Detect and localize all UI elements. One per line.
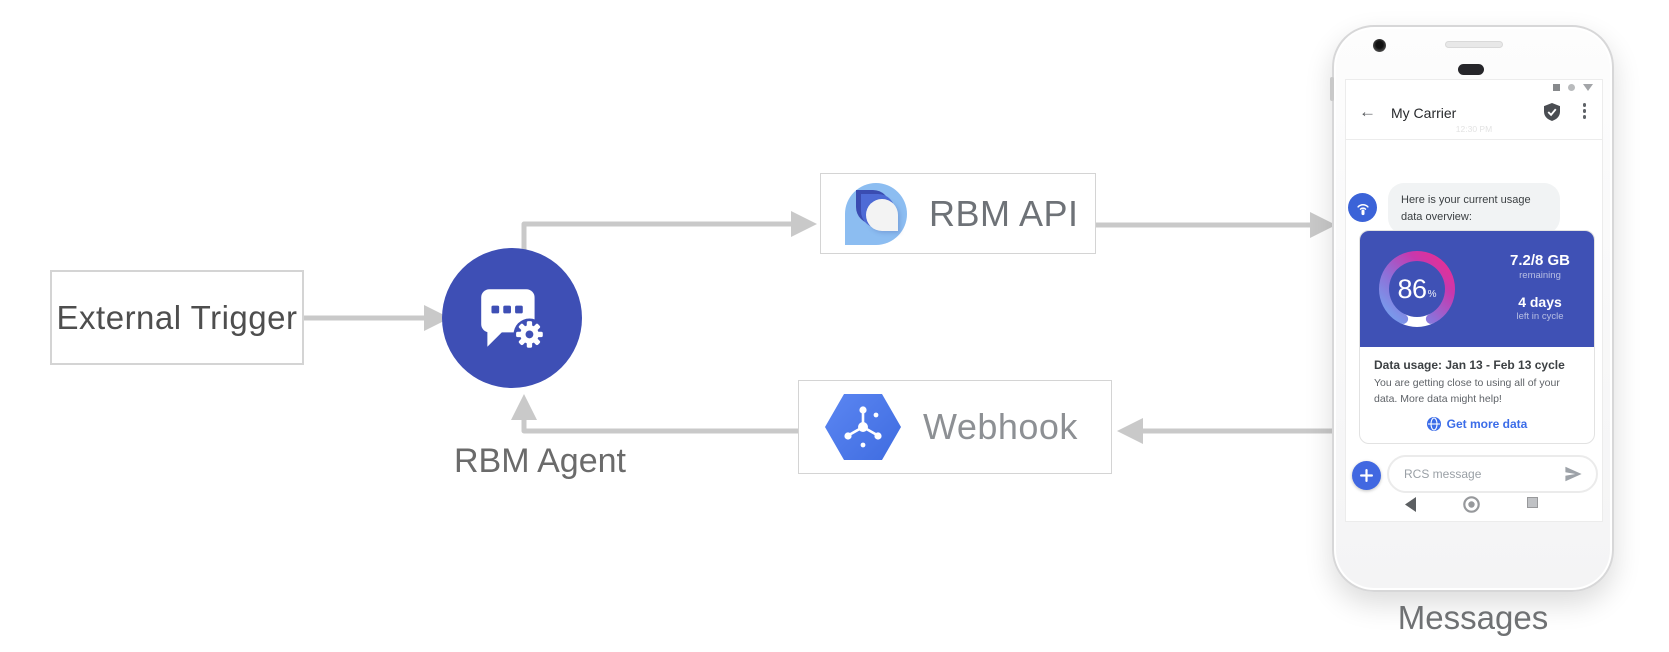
usage-card-body: You are getting close to using all of yo…	[1374, 377, 1560, 405]
chat-bubble: Here is your current usage data overview…	[1388, 183, 1560, 234]
status-triangle-icon	[1583, 84, 1593, 91]
messages-caption: Messages	[1397, 599, 1549, 636]
rbm-api-label: RBM API	[929, 192, 1079, 234]
rcs-message-input[interactable]	[1404, 467, 1563, 481]
days-left-label: left in cycle	[1516, 311, 1564, 322]
rbm-agent-label: RBM Agent	[454, 442, 626, 480]
get-more-data-label: Get more data	[1446, 416, 1528, 431]
rbm-api-node: RBM API	[820, 173, 1096, 254]
webhook-label: Webhook	[923, 406, 1078, 447]
gauge-percent-sign: %	[1427, 288, 1437, 300]
arrowhead	[424, 305, 450, 331]
verified-shield-icon	[1544, 103, 1560, 126]
days-left-value: 4 days	[1518, 294, 1562, 310]
arrowhead	[1310, 212, 1336, 238]
timestamp: 12:30 PM	[1455, 124, 1493, 134]
nav-recents-icon[interactable]	[1527, 497, 1538, 508]
header-divider	[1346, 139, 1602, 140]
carrier-antenna-icon	[1356, 203, 1369, 215]
rbm-agent-node	[442, 248, 582, 388]
usage-card-gauge-section: 86% 7.2/8 GB remaining 4 days left in cy…	[1360, 231, 1594, 347]
arrowhead	[791, 211, 817, 237]
overflow-menu-icon[interactable]	[1582, 103, 1586, 119]
conversation-header: ← My Carrier	[1346, 98, 1602, 130]
data-remaining-value: 7.2/8 GB	[1509, 252, 1571, 269]
rbm-api-logo-icon	[845, 182, 907, 245]
back-arrow-icon[interactable]: ←	[1359, 102, 1376, 121]
status-dot-icon	[1568, 84, 1575, 91]
arrowhead	[1117, 418, 1143, 444]
data-remaining-label: remaining	[1519, 270, 1561, 281]
sensor-pill	[1458, 64, 1484, 75]
get-more-data-button[interactable]: Get more data	[1374, 416, 1580, 431]
status-bar	[1553, 84, 1593, 91]
usage-gauge: 86%	[1373, 245, 1461, 333]
phone-screen: ← My Carrier 12:30 PM Her	[1345, 79, 1603, 522]
gauge-percent: 86	[1397, 273, 1428, 304]
agent-avatar	[1348, 193, 1377, 222]
external-trigger-label: External Trigger	[56, 298, 298, 336]
webhook-node: Webhook	[798, 380, 1112, 474]
usage-card-text-section: Data usage: Jan 13 - Feb 13 cycle You ar…	[1360, 347, 1594, 443]
send-icon[interactable]	[1563, 465, 1584, 483]
status-square-icon	[1553, 84, 1560, 91]
attach-plus-button[interactable]	[1352, 461, 1381, 490]
external-trigger-node: External Trigger	[50, 270, 304, 365]
arrowhead	[511, 394, 537, 420]
plus-icon	[1360, 469, 1373, 482]
android-nav-bar	[1346, 489, 1602, 521]
phone-side-button	[1330, 77, 1334, 101]
nav-back-icon[interactable]	[1404, 496, 1417, 513]
front-camera	[1373, 39, 1386, 52]
arrow-agent-to-api	[521, 221, 791, 252]
nav-home-icon[interactable]	[1462, 495, 1481, 514]
phone-mockup: ← My Carrier 12:30 PM Her	[1330, 25, 1614, 592]
webhook-hexagon-icon	[825, 394, 901, 460]
earpiece-speaker	[1445, 41, 1503, 48]
globe-icon	[1426, 416, 1441, 431]
chat-bubble-gear-icon	[481, 289, 546, 351]
message-compose-bar	[1387, 455, 1598, 493]
conversation-title: My Carrier	[1391, 105, 1457, 121]
usage-card-title: Data usage: Jan 13 - Feb 13 cycle	[1374, 358, 1565, 372]
usage-card: 86% 7.2/8 GB remaining 4 days left in cy…	[1359, 230, 1595, 444]
arrow-webhook-to-agent	[521, 420, 798, 434]
